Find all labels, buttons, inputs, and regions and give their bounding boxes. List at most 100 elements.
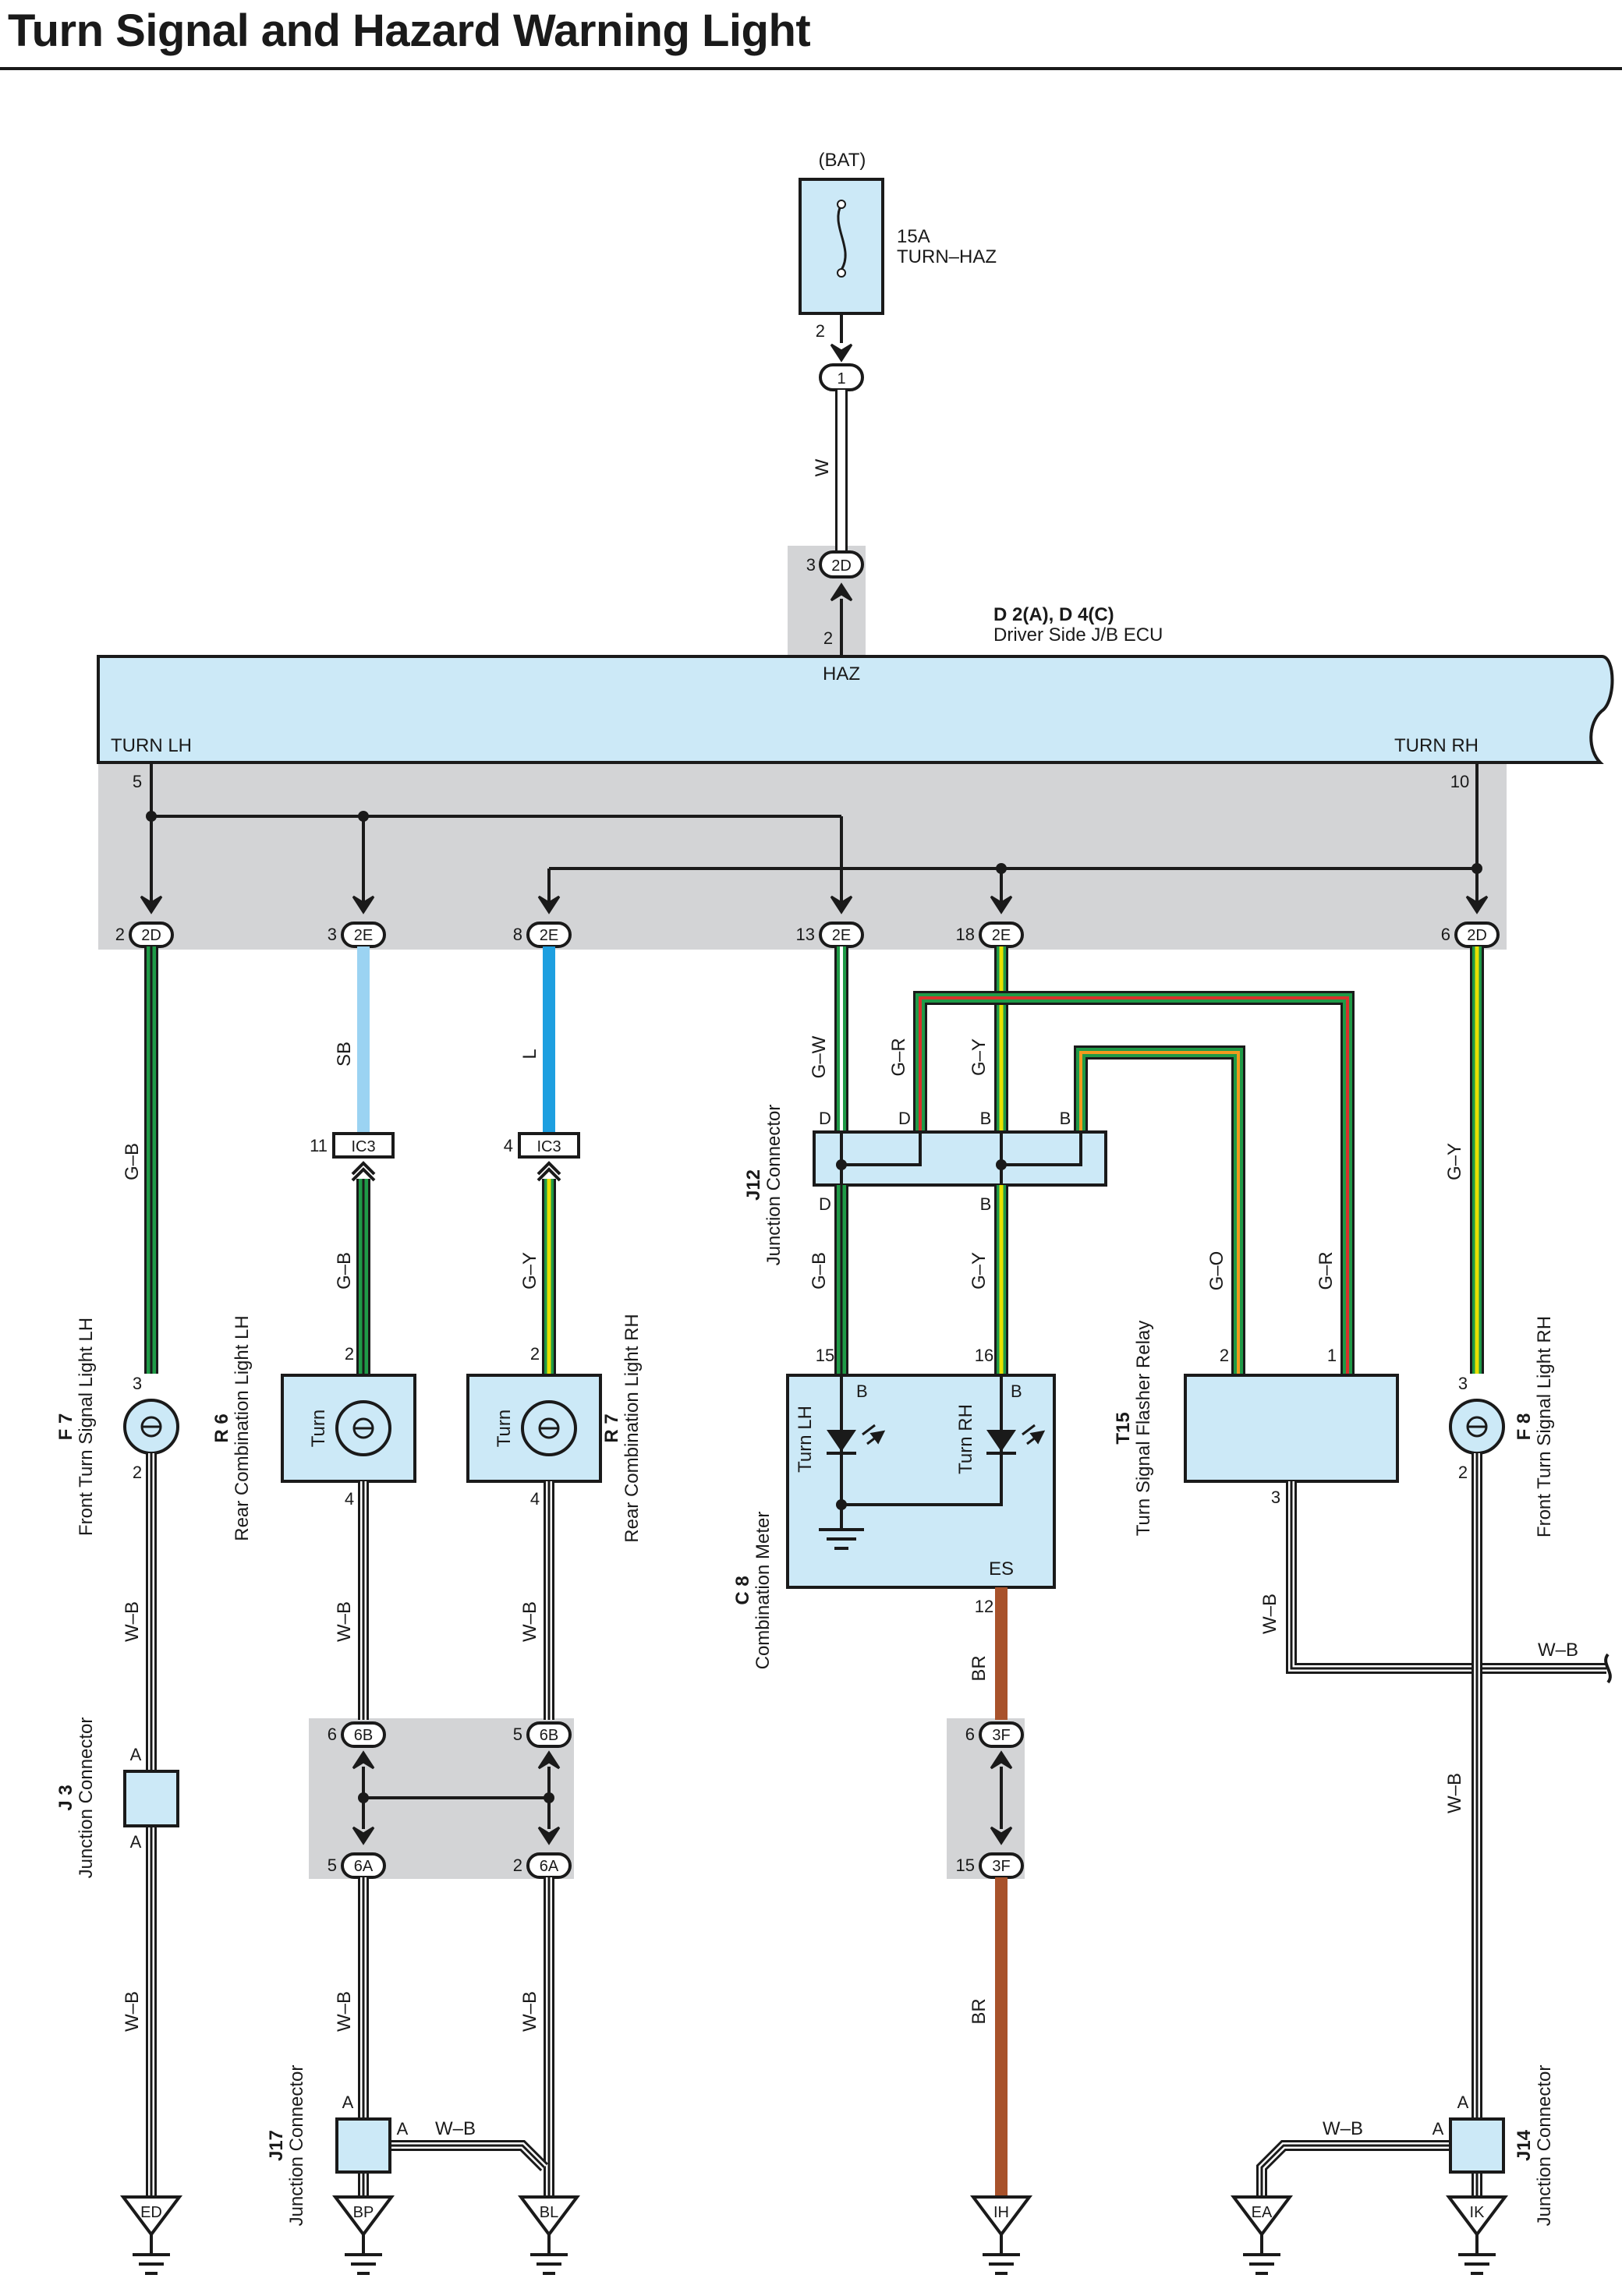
ground-bp: BP <box>332 2195 395 2275</box>
svg-text:2D: 2D <box>141 927 161 944</box>
bus-lines <box>150 762 1479 912</box>
j14-branch-wire <box>1256 2140 1450 2197</box>
svg-text:IH: IH <box>993 2204 1009 2221</box>
svg-text:8: 8 <box>513 925 522 944</box>
wire-label-gb-1: G–B <box>122 1143 143 1180</box>
c8-led-rh-icon <box>986 1430 1016 1452</box>
bus-output-2e-18: 18 2E <box>956 895 1024 948</box>
j3-box <box>123 1770 179 1827</box>
wire-label-gy-c8: G–Y <box>969 1252 990 1290</box>
j12-pin-b3: B <box>980 1194 992 1214</box>
wire-label-l: L <box>519 1049 540 1059</box>
j3-pin-a-bot: A <box>130 1832 142 1852</box>
t15-pin-3: 3 <box>1271 1488 1280 1507</box>
c8-led-lh-icon <box>827 1430 856 1452</box>
ecu-in-connector <box>819 550 864 578</box>
wire-label-gr-1: G–R <box>888 1038 909 1076</box>
svg-text:6A: 6A <box>354 1858 374 1875</box>
j14-name: Junction Connector <box>1534 2065 1555 2227</box>
ecu-turn-rh-pin: 10 <box>1450 772 1469 791</box>
c8-box <box>786 1374 1056 1589</box>
j12-pin-b2: B <box>1060 1109 1071 1128</box>
f7-name: Front Turn Signal Light LH <box>76 1318 97 1536</box>
ground-ik: IK <box>1446 2195 1508 2275</box>
wire-label-br-2: BR <box>969 1998 990 2024</box>
fuse-name: TURN–HAZ <box>897 246 997 267</box>
wire-label-br-1: BR <box>969 1655 990 1681</box>
bus-splice-area <box>98 762 1507 950</box>
c8-pin-16: 16 <box>975 1346 993 1365</box>
svg-text:ED: ED <box>140 2204 162 2221</box>
wire-label-wb-t15a: W–B <box>1259 1594 1280 1634</box>
c8-ground-icon <box>819 1528 864 1550</box>
ecu-box <box>97 655 1614 764</box>
svg-text:6B: 6B <box>354 1727 373 1744</box>
c8-turn-rh: Turn RH <box>955 1404 976 1474</box>
ic3-left-pin: 11 <box>310 1136 328 1155</box>
f7-code: F 7 <box>55 1413 76 1441</box>
ground-ea: EA <box>1231 2195 1293 2275</box>
j12-internal-lines <box>840 1132 1082 1185</box>
f8-name: Front Turn Signal Light RH <box>1534 1316 1555 1537</box>
svg-text:6A: 6A <box>540 1858 559 1875</box>
ic3-right-pin: 4 <box>504 1136 513 1155</box>
j3-pin-a-top: A <box>130 1745 142 1764</box>
svg-text:2E: 2E <box>354 927 373 944</box>
svg-text:5: 5 <box>513 1725 522 1744</box>
wire-break-icon <box>1604 1653 1612 1684</box>
t15-name: Turn Signal Flasher Relay <box>1133 1321 1154 1537</box>
svg-text:6B: 6B <box>540 1727 558 1744</box>
svg-text:2E: 2E <box>832 927 851 944</box>
c8-pin-15: 15 <box>816 1346 834 1365</box>
svg-text:2D: 2D <box>1467 927 1487 944</box>
c8-name: Combination Meter <box>753 1512 774 1670</box>
wire-label-wb-3: W–B <box>334 1601 355 1642</box>
j17-box <box>335 2117 391 2174</box>
c8-code: C 8 <box>732 1576 753 1604</box>
ic3-right-connector <box>518 1132 580 1159</box>
svg-text:13: 13 <box>796 925 815 944</box>
fuse-conn-label: 1 <box>837 370 845 387</box>
f7-pin-top: 3 <box>133 1374 142 1393</box>
j17-code: J17 <box>266 2130 287 2161</box>
r6-code: R 6 <box>211 1413 232 1442</box>
j17-pin-a-right: A <box>397 2119 409 2139</box>
j17-branch-wire <box>390 2140 548 2171</box>
svg-text:2: 2 <box>115 925 125 944</box>
wire-go-loop <box>1074 1045 1245 1375</box>
c8-pin-b1: B <box>856 1381 868 1401</box>
wire-label-go: G–O <box>1206 1251 1227 1291</box>
wire-label-wb-f8: W–B <box>1444 1773 1465 1813</box>
c8-es: ES <box>989 1558 1014 1580</box>
svg-text:EA: EA <box>1252 2204 1273 2221</box>
ic3-left-conn: IC3 <box>351 1138 375 1155</box>
svg-text:5: 5 <box>328 1856 337 1875</box>
svg-text:18: 18 <box>956 925 975 944</box>
page-title: Turn Signal and Hazard Warning Light <box>8 5 811 56</box>
ecu-code: D 2(A), D 4(C) <box>993 604 1114 625</box>
j12-code: J12 <box>743 1169 764 1201</box>
wire-label-gw: G–W <box>809 1035 830 1078</box>
wire-label-gy-18: G–Y <box>969 1038 990 1076</box>
r7-label: Turn <box>494 1410 515 1447</box>
f8-pin-top: 3 <box>1458 1374 1468 1393</box>
fuse-pin: 2 <box>816 321 825 341</box>
t15-box <box>1184 1374 1399 1483</box>
ecu-name: Driver Side J/B ECU <box>993 624 1163 646</box>
r6-label: Turn <box>308 1410 329 1447</box>
j17-pin-a-top: A <box>342 2093 354 2112</box>
svg-text:3F: 3F <box>992 1727 1010 1744</box>
ic3-right-conn: IC3 <box>537 1138 561 1155</box>
t15-code: T15 <box>1113 1412 1134 1444</box>
wire-label-wb-2: W–B <box>122 1991 143 2032</box>
f8-pin-bot: 2 <box>1458 1463 1468 1482</box>
junction-3f: 6 3F 15 3F <box>956 1721 1024 1879</box>
ecu-haz-label: HAZ <box>823 663 860 685</box>
ecu-turn-lh: TURN LH <box>111 735 192 756</box>
j12-pin-d2: D <box>898 1109 911 1128</box>
ecu-in-conn: 2D <box>831 557 852 575</box>
t15-pin-2: 2 <box>1220 1346 1229 1365</box>
ground-ed: ED <box>120 2195 182 2275</box>
bus-output-2e-13: 13 2E <box>796 895 864 948</box>
wire-wb-t15 <box>1286 1481 1606 1674</box>
